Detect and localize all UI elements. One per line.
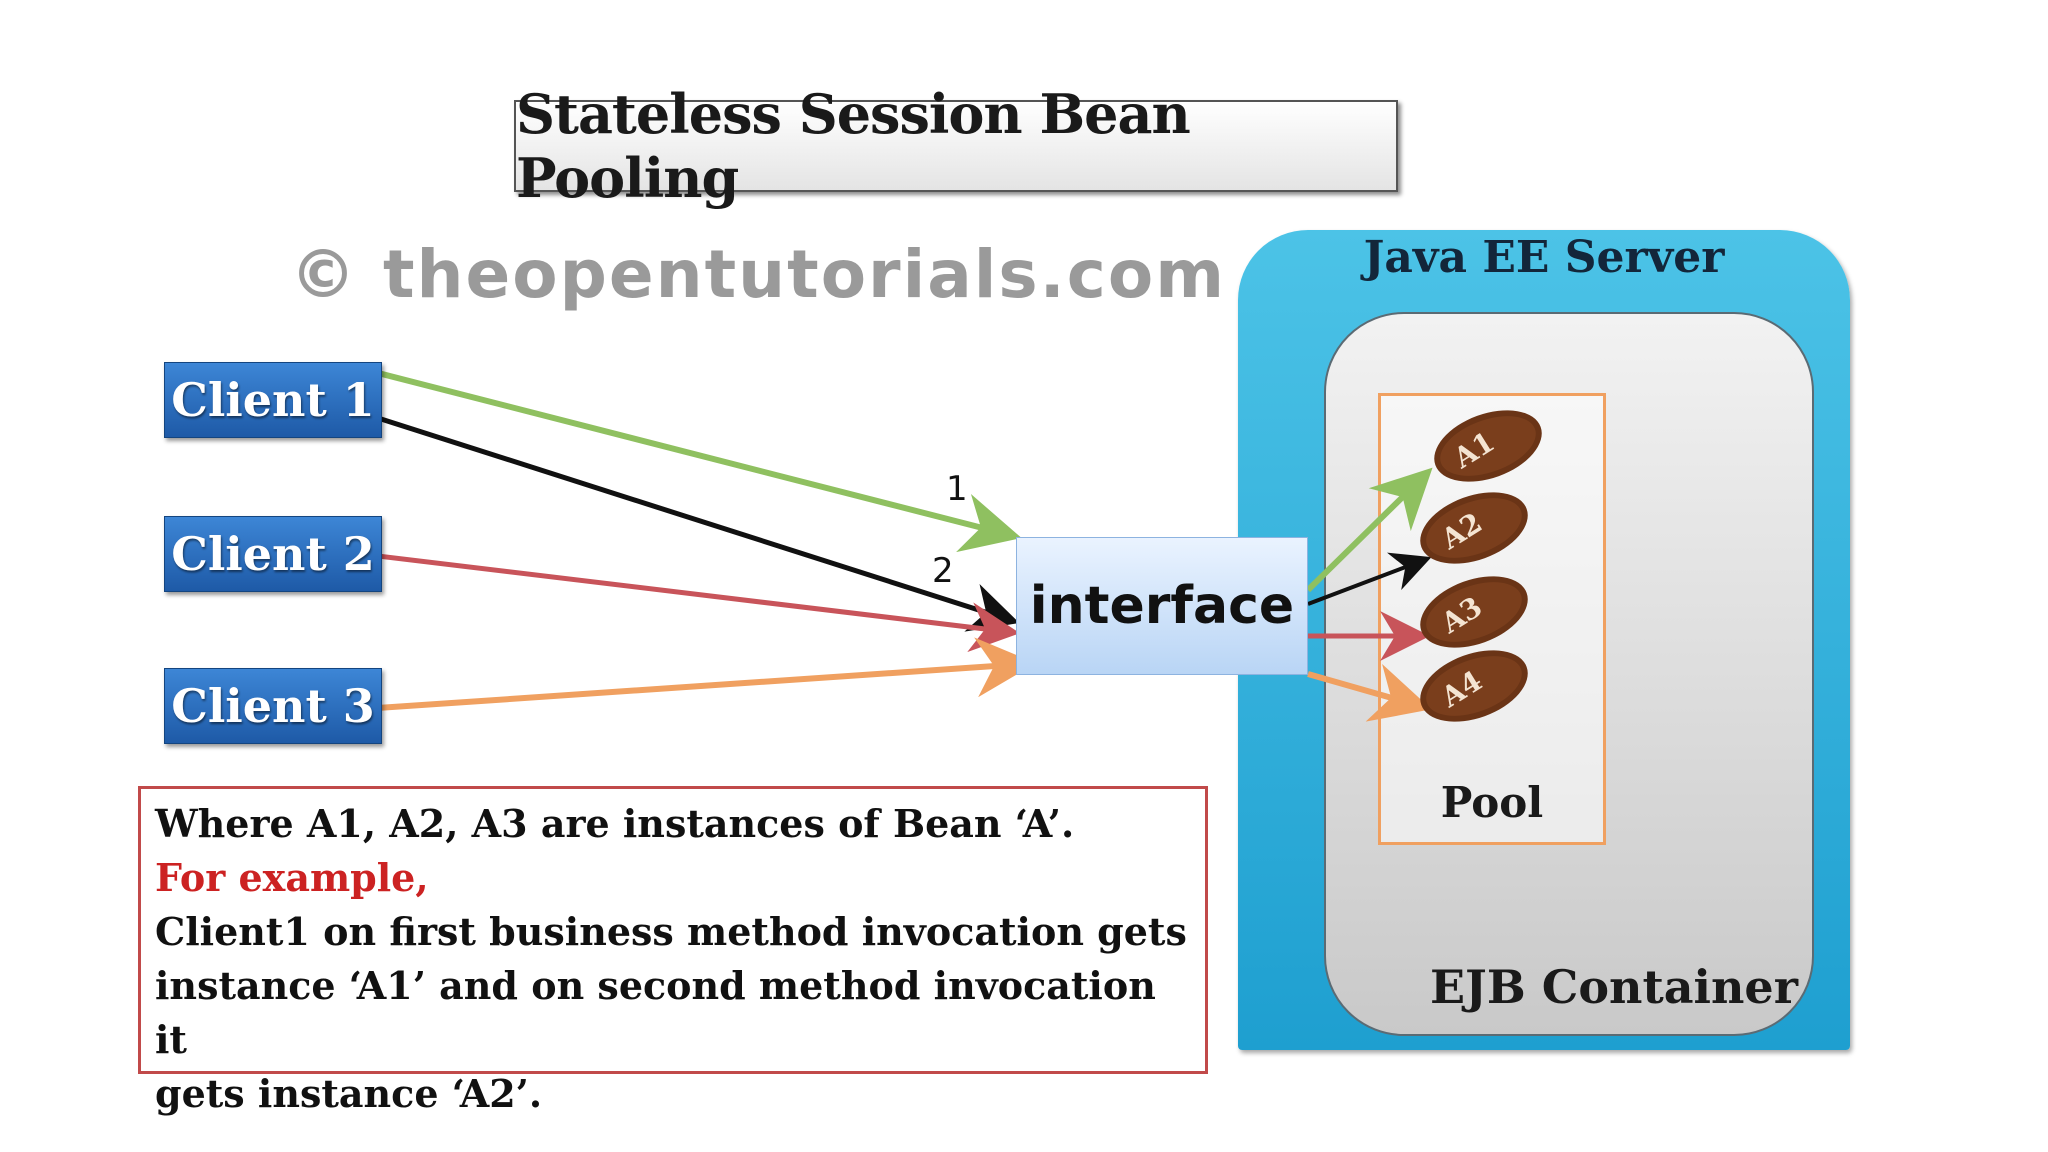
- note-line-3: Client1 on first business method invocat…: [155, 905, 1191, 959]
- note-box: Where A1, A2, A3 are instances of Bean ‘…: [138, 786, 1208, 1074]
- arrow-to-a4-orange: [1308, 674, 1420, 706]
- arrow-client1-green: [378, 373, 1010, 535]
- bean-a1: A1: [1424, 397, 1551, 495]
- interface-box: interface: [1016, 537, 1308, 675]
- client-2-box: Client 2: [164, 516, 382, 592]
- arrow-label-1: 1: [946, 469, 968, 509]
- note-line-1: Where A1, A2, A3 are instances of Bean ‘…: [155, 797, 1191, 851]
- arrow-client1-black: [378, 418, 1010, 620]
- bean-a2: A2: [1410, 479, 1537, 577]
- arrow-to-a1-green: [1308, 476, 1424, 590]
- note-line-5: gets instance ‘A2’.: [155, 1067, 1191, 1121]
- arrow-client2-red: [378, 556, 1010, 632]
- bean-a3: A3: [1410, 563, 1537, 661]
- client-1-box: Client 1: [164, 362, 382, 438]
- note-line-2: For example,: [155, 851, 1191, 905]
- note-line-4: instance ‘A1’ and on second method invoc…: [155, 959, 1191, 1067]
- client-3-box: Client 3: [164, 668, 382, 744]
- arrow-to-a2-black: [1308, 560, 1424, 604]
- bean-a4: A4: [1410, 637, 1537, 735]
- arrow-client3-orange: [378, 664, 1024, 708]
- arrow-label-2: 2: [932, 551, 954, 591]
